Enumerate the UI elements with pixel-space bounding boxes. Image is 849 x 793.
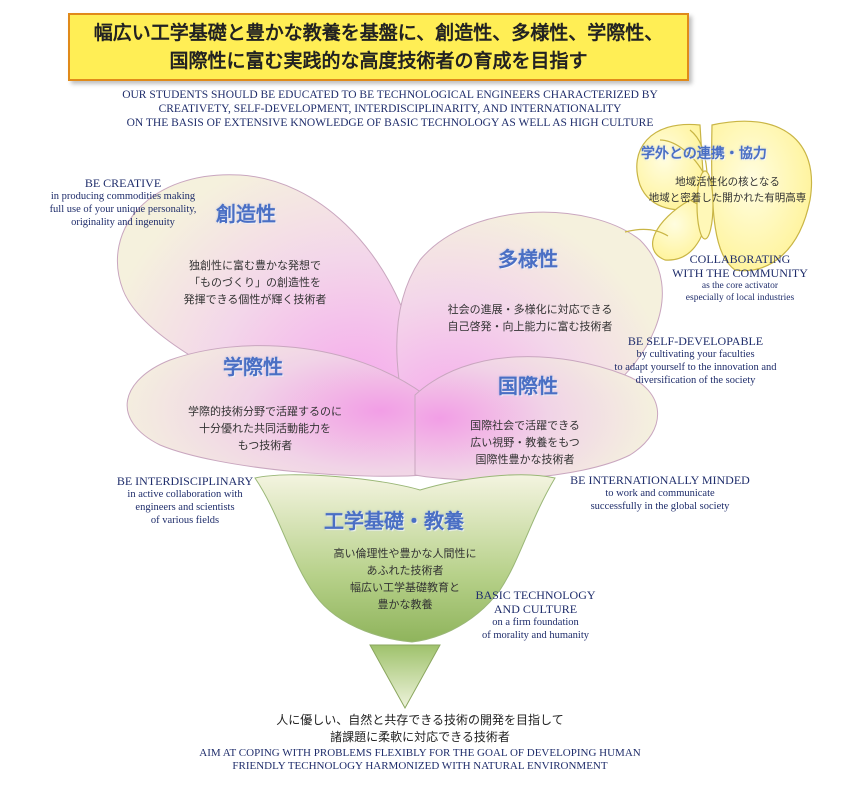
footer: 人に優しい、自然と共存できる技術の開発を目指して 諸課題に柔軟に対応できる技術者… xyxy=(120,712,720,773)
diversity-en-line: to adapt yourself to the innovation and xyxy=(614,362,777,373)
international-jp-block: 国際社会で活躍できる 広い視野・教養をもつ 国際性豊かな技術者 xyxy=(420,417,630,468)
diversity-jp-line: 自己啓発・向上能力に富む技術者 xyxy=(447,320,613,333)
creative-en-title: BE CREATIVE xyxy=(84,176,162,190)
diversity-heading: 多様性 xyxy=(498,247,558,271)
basic-en-line: of morality and humanity xyxy=(481,630,590,641)
basic-jp-line: あふれた技術者 xyxy=(366,564,444,577)
international-heading: 国際性 xyxy=(498,374,558,398)
community-en-line: especially of local industries xyxy=(685,293,795,303)
diversity-en-title: BE SELF-DEVELOPABLE xyxy=(627,334,764,348)
interdisciplinary-heading: 学際性 xyxy=(223,355,283,379)
community-en-title-line: COLLABORATING xyxy=(689,252,791,266)
international-jp-line: 国際社会で活躍できる xyxy=(470,419,580,432)
creative-en-line: full use of your unique personality, xyxy=(49,204,197,215)
international-en-title: BE INTERNATIONALLY MINDED xyxy=(570,473,750,487)
creative-en-line: in producing commodities making xyxy=(50,191,196,202)
creative-jp-line: 独創性に富む豊かな発想で xyxy=(189,259,321,272)
community-heading: 学外との連携・協力 xyxy=(641,146,767,162)
international-jp-line: 国際性豊かな技術者 xyxy=(475,453,575,466)
basic-en-line: on a firm foundation xyxy=(492,617,579,628)
basic-en-title-line: AND CULTURE xyxy=(493,602,578,616)
interdisciplinary-en-title: BE INTERDISCIPLINARY xyxy=(116,474,254,488)
interdisciplinary-en-line: of various fields xyxy=(150,515,220,526)
butterfly-icon xyxy=(624,120,812,272)
basic-en-block: BASIC TECHNOLOGY AND CULTURE on a firm f… xyxy=(458,588,613,642)
creative-jp-line: 発揮できる個性が輝く技術者 xyxy=(183,293,327,306)
international-jp-line: 広い視野・教養をもつ xyxy=(470,436,580,449)
interdisciplinary-jp-line: もつ技術者 xyxy=(237,439,293,452)
stem-triangle xyxy=(369,644,441,710)
creative-en-block: BE CREATIVE in producing commodities mak… xyxy=(28,176,218,229)
diversity-en-line: diversification of the society xyxy=(635,375,756,386)
interdisciplinary-en-line: in active collaboration with xyxy=(127,489,243,500)
creative-en-line: originality and ingenuity xyxy=(71,217,175,228)
subtitle-line-1: OUR STUDENTS SHOULD BE EDUCATED TO BE TE… xyxy=(122,89,658,101)
creative-jp-block: 独創性に富む豊かな発想で 「ものづくり」の創造性を 発揮できる個性が輝く技術者 xyxy=(150,257,360,308)
basic-heading: 工学基礎・教養 xyxy=(324,509,464,533)
diversity-en-line: by cultivating your faculties xyxy=(636,349,755,360)
subtitle-line-2: CREATIVETY, SELF-DEVELOPMENT, INTERDISCI… xyxy=(158,103,622,115)
diversity-jp-line: 社会の進展・多様化に対応できる xyxy=(447,303,613,316)
community-en-block: COLLABORATING WITH THE COMMUNITY as the … xyxy=(650,252,830,304)
subtitle-line-3: ON THE BASIS OF EXTENSIVE KNOWLEDGE OF B… xyxy=(126,117,654,129)
diversity-en-block: BE SELF-DEVELOPABLE by cultivating your … xyxy=(598,334,793,387)
community-jp-block: 地域活性化の核となる 地域と密着した開かれた有明高専 xyxy=(625,174,830,206)
basic-jp-line: 幅広い工学基礎教育と xyxy=(350,581,460,594)
banner-line-2: 国際性に富む実践的な高度技術者の育成を目指す xyxy=(169,50,588,72)
banner-line-1: 幅広い工学基礎と豊かな教養を基盤に、創造性、多様性、学際性、 xyxy=(93,22,664,44)
creative-jp-line: 「ものづくり」の創造性を xyxy=(189,276,321,289)
interdisciplinary-jp-line: 学際的技術分野で活躍するのに xyxy=(188,405,342,418)
calyx-basic xyxy=(254,474,556,643)
footer-jp-line: 諸課題に柔軟に対応できる技術者 xyxy=(330,730,510,744)
community-en-title-line: WITH THE COMMUNITY xyxy=(672,266,808,280)
community-jp-line: 地域活性化の核となる xyxy=(675,176,780,188)
basic-jp-block: 高い倫理性や豊かな人間性に あふれた技術者 幅広い工学基礎教育と 豊かな教養 xyxy=(300,545,510,613)
diversity-jp-block: 社会の進展・多様化に対応できる 自己啓発・向上能力に富む技術者 xyxy=(420,301,640,335)
community-jp-line: 地域と密着した開かれた有明高専 xyxy=(648,192,807,204)
petal-interdisciplinary xyxy=(126,345,426,477)
international-en-line: successfully in the global society xyxy=(590,501,730,512)
interdisciplinary-jp-block: 学際的技術分野で活躍するのに 十分優れた共同活動能力を もつ技術者 xyxy=(160,403,370,454)
basic-jp-line: 豊かな教養 xyxy=(377,598,433,611)
subtitle: OUR STUDENTS SHOULD BE EDUCATED TO BE TE… xyxy=(90,88,690,130)
community-en-line: as the core activator xyxy=(701,281,779,291)
footer-jp-line: 人に優しい、自然と共存できる技術の開発を目指して xyxy=(276,713,564,727)
basic-jp-line: 高い倫理性や豊かな人間性に xyxy=(333,547,477,560)
footer-en-line: AIM AT COPING WITH PROBLEMS FLEXIBLY FOR… xyxy=(199,747,641,759)
interdisciplinary-jp-line: 十分優れた共同活動能力を xyxy=(199,422,331,435)
basic-en-title-line: BASIC TECHNOLOGY xyxy=(475,588,596,602)
international-en-line: to work and communicate xyxy=(605,488,715,499)
footer-en-line: FRIENDLY TECHNOLOGY HARMONIZED WITH NATU… xyxy=(232,760,608,772)
interdisciplinary-en-block: BE INTERDISCIPLINARY in active collabora… xyxy=(90,474,280,527)
international-en-block: BE INTERNATIONALLY MINDED to work and co… xyxy=(555,473,765,513)
creative-heading: 創造性 xyxy=(216,202,276,226)
interdisciplinary-en-line: engineers and scientists xyxy=(135,502,235,513)
headline-banner: 幅広い工学基礎と豊かな教養を基盤に、創造性、多様性、学際性、 国際性に富む実践的… xyxy=(68,13,689,81)
